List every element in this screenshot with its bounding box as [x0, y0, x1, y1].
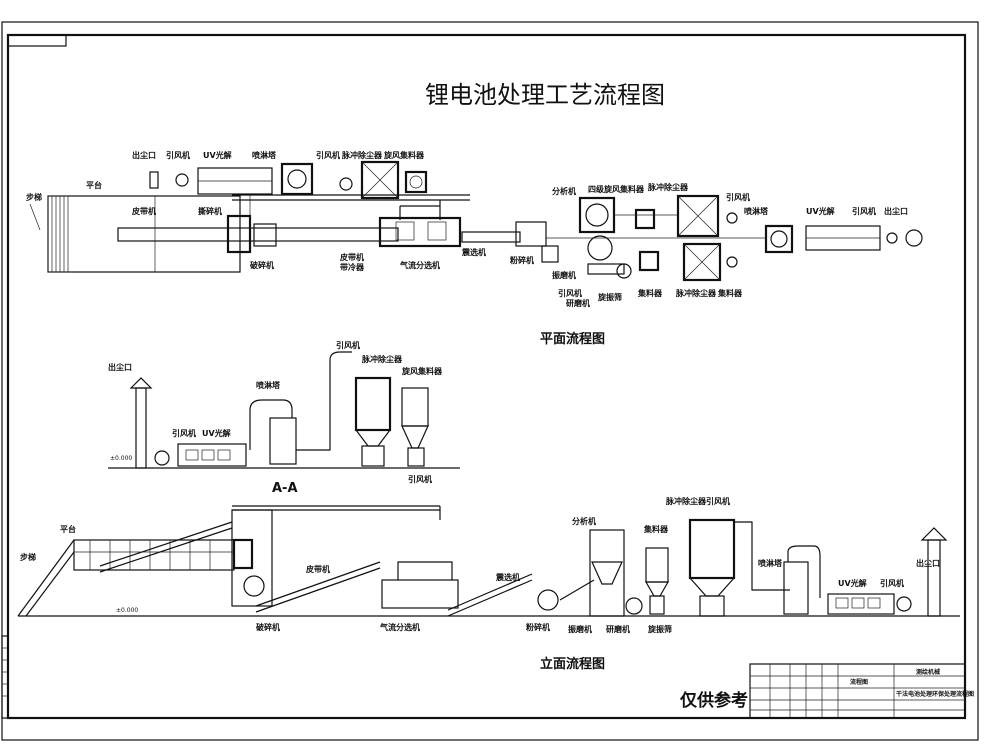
plan-label-belt2: 皮带机: [339, 252, 364, 262]
elevation-view: ±0.000 平台 步梯 破碎机 皮带机 气流分选机 震选机: [17, 496, 960, 672]
plan-label-mill: 振磨机: [552, 270, 576, 280]
plan-label-collector: 集料器: [637, 288, 663, 298]
elev-section-title: 立面流程图: [540, 656, 605, 672]
tb-company: 测绘机械: [916, 668, 940, 676]
plan-label-belt2b: 带冷器: [340, 262, 365, 272]
plan-label-pulse2: 脉冲除尘器: [647, 182, 689, 192]
tb-drawing-name: 流程图: [850, 678, 868, 686]
elev-label-grind: 研磨机: [606, 624, 630, 634]
elev-label-analyzer: 分析机: [572, 516, 596, 526]
plan-label-rotary: 旋振筛: [597, 292, 622, 302]
plan-label-pulse: 脉冲除尘器: [341, 150, 383, 160]
reference-note: 仅供参考: [679, 690, 748, 711]
plan-label-pulse3: 脉冲除尘器: [675, 288, 717, 298]
elev-level: ±0.000: [116, 607, 138, 614]
plan-label-step: 步梯: [26, 192, 42, 202]
aa-label-fan2: 引风机: [336, 340, 360, 350]
plan-label-fan2: 引风机: [316, 150, 340, 160]
plan-view: 平台 步梯 皮带机 撕碎机 破碎机 皮带机 带冷器 气流分选机 震选机 粉碎机 …: [26, 150, 923, 347]
plan-label-spray: 喷淋塔: [252, 150, 277, 160]
aa-label-spray: 喷淋塔: [256, 380, 281, 390]
elev-label-vib: 震选机: [495, 572, 520, 582]
tb-project: 干法电池处理环保处理流程图: [896, 690, 974, 698]
elev-label-fan2: 引风机: [880, 578, 904, 588]
elev-label-mill: 振磨机: [568, 624, 592, 634]
plan-label-analyzer: 分析机: [552, 186, 576, 196]
elev-label-step: 步梯: [20, 552, 36, 562]
left-margin-table: [1, 635, 9, 719]
plan-label-crusher: 破碎机: [250, 260, 274, 270]
plan-label-vib: 震选机: [461, 247, 486, 257]
elev-label-pulse: 脉冲除尘器: [665, 496, 707, 506]
elev-label-exhaust: 出尘口: [916, 558, 940, 568]
corner-tag: [7, 34, 67, 47]
elev-label-belt: 皮带机: [305, 564, 330, 574]
plan-label-crusher2: 粉碎机: [510, 255, 534, 265]
plan-label-platform: 平台: [86, 180, 102, 190]
aa-label-cyclone: 旋风集料器: [401, 366, 443, 376]
title-block: 流程图 测绘机械 干法电池处理环保处理流程图: [749, 663, 974, 719]
plan-label-air-sep: 气流分选机: [399, 260, 440, 270]
plan-label-belt: 皮带机: [131, 206, 156, 216]
plan-section-title: 平面流程图: [540, 331, 605, 347]
drawing-title: 锂电池处理工艺流程图: [425, 81, 665, 109]
elev-label-rotary: 旋振筛: [647, 624, 672, 634]
plan-label-four-cyclone: 四级旋风集料器: [588, 184, 645, 194]
plan-label-exhaust2: 出尘口: [884, 206, 908, 216]
plan-label-fan: 引风机: [166, 150, 190, 160]
section-aa-view: ±0.000 出尘口 引风机 UV光解 喷淋塔 引风机 脉冲除尘器 旋风集料器 …: [108, 340, 460, 496]
plan-label-spray2: 喷淋塔: [744, 206, 769, 216]
aa-label-pulse: 脉冲除尘器: [361, 354, 403, 364]
plan-label-uv2: UV光解: [806, 206, 835, 216]
elev-label-platform: 平台: [60, 524, 76, 534]
plan-label-cyclone: 旋风集料器: [383, 150, 425, 160]
aa-label-exhaust: 出尘口: [108, 362, 132, 372]
plan-label-crusher-top: 撕碎机: [198, 206, 222, 216]
plan-label-fan4: 引风机: [852, 206, 876, 216]
plan-label-uv: UV光解: [203, 150, 232, 160]
aa-level: ±0.000: [110, 455, 132, 462]
plan-label-fan3: 引风机: [726, 192, 750, 202]
aa-section-title: A-A: [272, 481, 298, 496]
aa-label-fan3: 引风机: [408, 474, 432, 484]
elev-label-collector: 集料器: [643, 524, 669, 534]
plan-label-exhaust: 出尘口: [132, 150, 156, 160]
elev-label-crusher: 破碎机: [256, 622, 280, 632]
aa-label-uv: UV光解: [202, 428, 231, 438]
inner-border: [6, 33, 967, 720]
outer-border: [1, 21, 979, 741]
plan-label-fan5: 引风机: [558, 288, 582, 298]
plan-label-grind: 研磨机: [566, 298, 590, 308]
elev-label-fan: 引风机: [706, 496, 730, 506]
elev-label-spray: 喷淋塔: [758, 558, 783, 568]
elev-label-uv: UV光解: [838, 578, 867, 588]
aa-label-fan: 引风机: [172, 428, 196, 438]
elev-label-air-sep: 气流分选机: [379, 622, 420, 632]
elev-label-crusher2: 粉碎机: [526, 622, 550, 632]
plan-label-collector2: 集料器: [717, 288, 743, 298]
